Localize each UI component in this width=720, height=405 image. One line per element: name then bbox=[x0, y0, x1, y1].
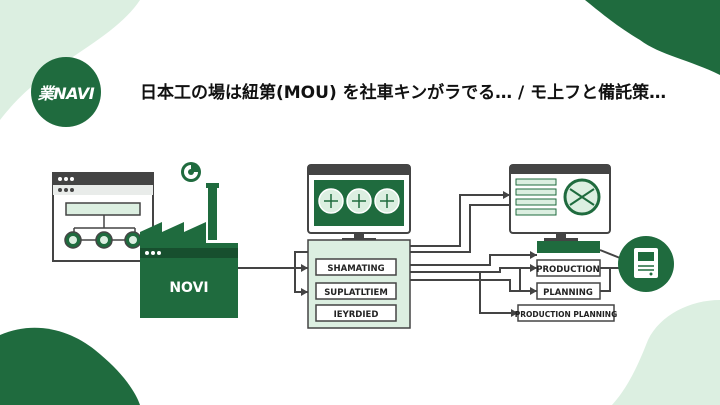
factory-label: NOVI bbox=[169, 280, 208, 296]
hub-item: IEYRDIED bbox=[315, 304, 397, 322]
page-headline: 日本工の場は紐第(MOU) を社車キンがラでる… / モ上フと備託策… bbox=[140, 83, 667, 103]
hub-item: SUPLATLTIEM bbox=[315, 282, 397, 300]
svg-text:PRODUCTION: PRODUCTION bbox=[536, 265, 600, 275]
right-header-bar bbox=[537, 241, 600, 253]
right-monitor bbox=[509, 164, 611, 242]
bottom-right-blob bbox=[612, 300, 720, 405]
planning-box: PLANNING bbox=[536, 282, 601, 300]
hub-to-planning-a bbox=[396, 279, 537, 292]
right-monitor-to-server bbox=[599, 249, 621, 259]
connection-lines bbox=[238, 194, 621, 314]
svg-text:SHAMATING: SHAMATING bbox=[327, 264, 384, 274]
svg-text:IEYRDIED: IEYRDIED bbox=[334, 310, 379, 320]
hub-to-production-planning bbox=[479, 272, 518, 314]
factory-box: NOVI bbox=[140, 248, 238, 318]
arrowheads bbox=[301, 191, 537, 317]
svg-text:SUPLATLTIEM: SUPLATLTIEM bbox=[324, 288, 388, 298]
hub-to-right-monitor-b bbox=[396, 204, 510, 253]
production-planning-box: PRODUCTION PLANNING bbox=[515, 304, 618, 322]
hub-panel: SHAMATING SUPLATLTIEM IEYRDIED bbox=[307, 239, 411, 329]
hub-item: SHAMATING bbox=[315, 258, 397, 276]
browser-window bbox=[52, 172, 154, 262]
hub-to-production-b bbox=[396, 267, 537, 273]
svg-text:PLANNING: PLANNING bbox=[543, 288, 593, 298]
right-to-server-b bbox=[600, 268, 611, 292]
top-right-blob bbox=[585, 0, 720, 75]
brand-logo: 業NAVI bbox=[31, 57, 101, 127]
factory-icon bbox=[140, 162, 238, 253]
server-icon bbox=[618, 236, 674, 292]
top-left-blob bbox=[0, 0, 140, 120]
production-box: PRODUCTION bbox=[536, 259, 601, 277]
bottom-left-blob bbox=[0, 327, 140, 405]
hub-left-branch-b bbox=[294, 251, 308, 268]
center-monitor bbox=[307, 164, 411, 242]
svg-text:PRODUCTION PLANNING: PRODUCTION PLANNING bbox=[515, 310, 618, 319]
hub-to-right-monitor-a bbox=[396, 194, 510, 247]
hub-to-production-a bbox=[396, 254, 537, 266]
